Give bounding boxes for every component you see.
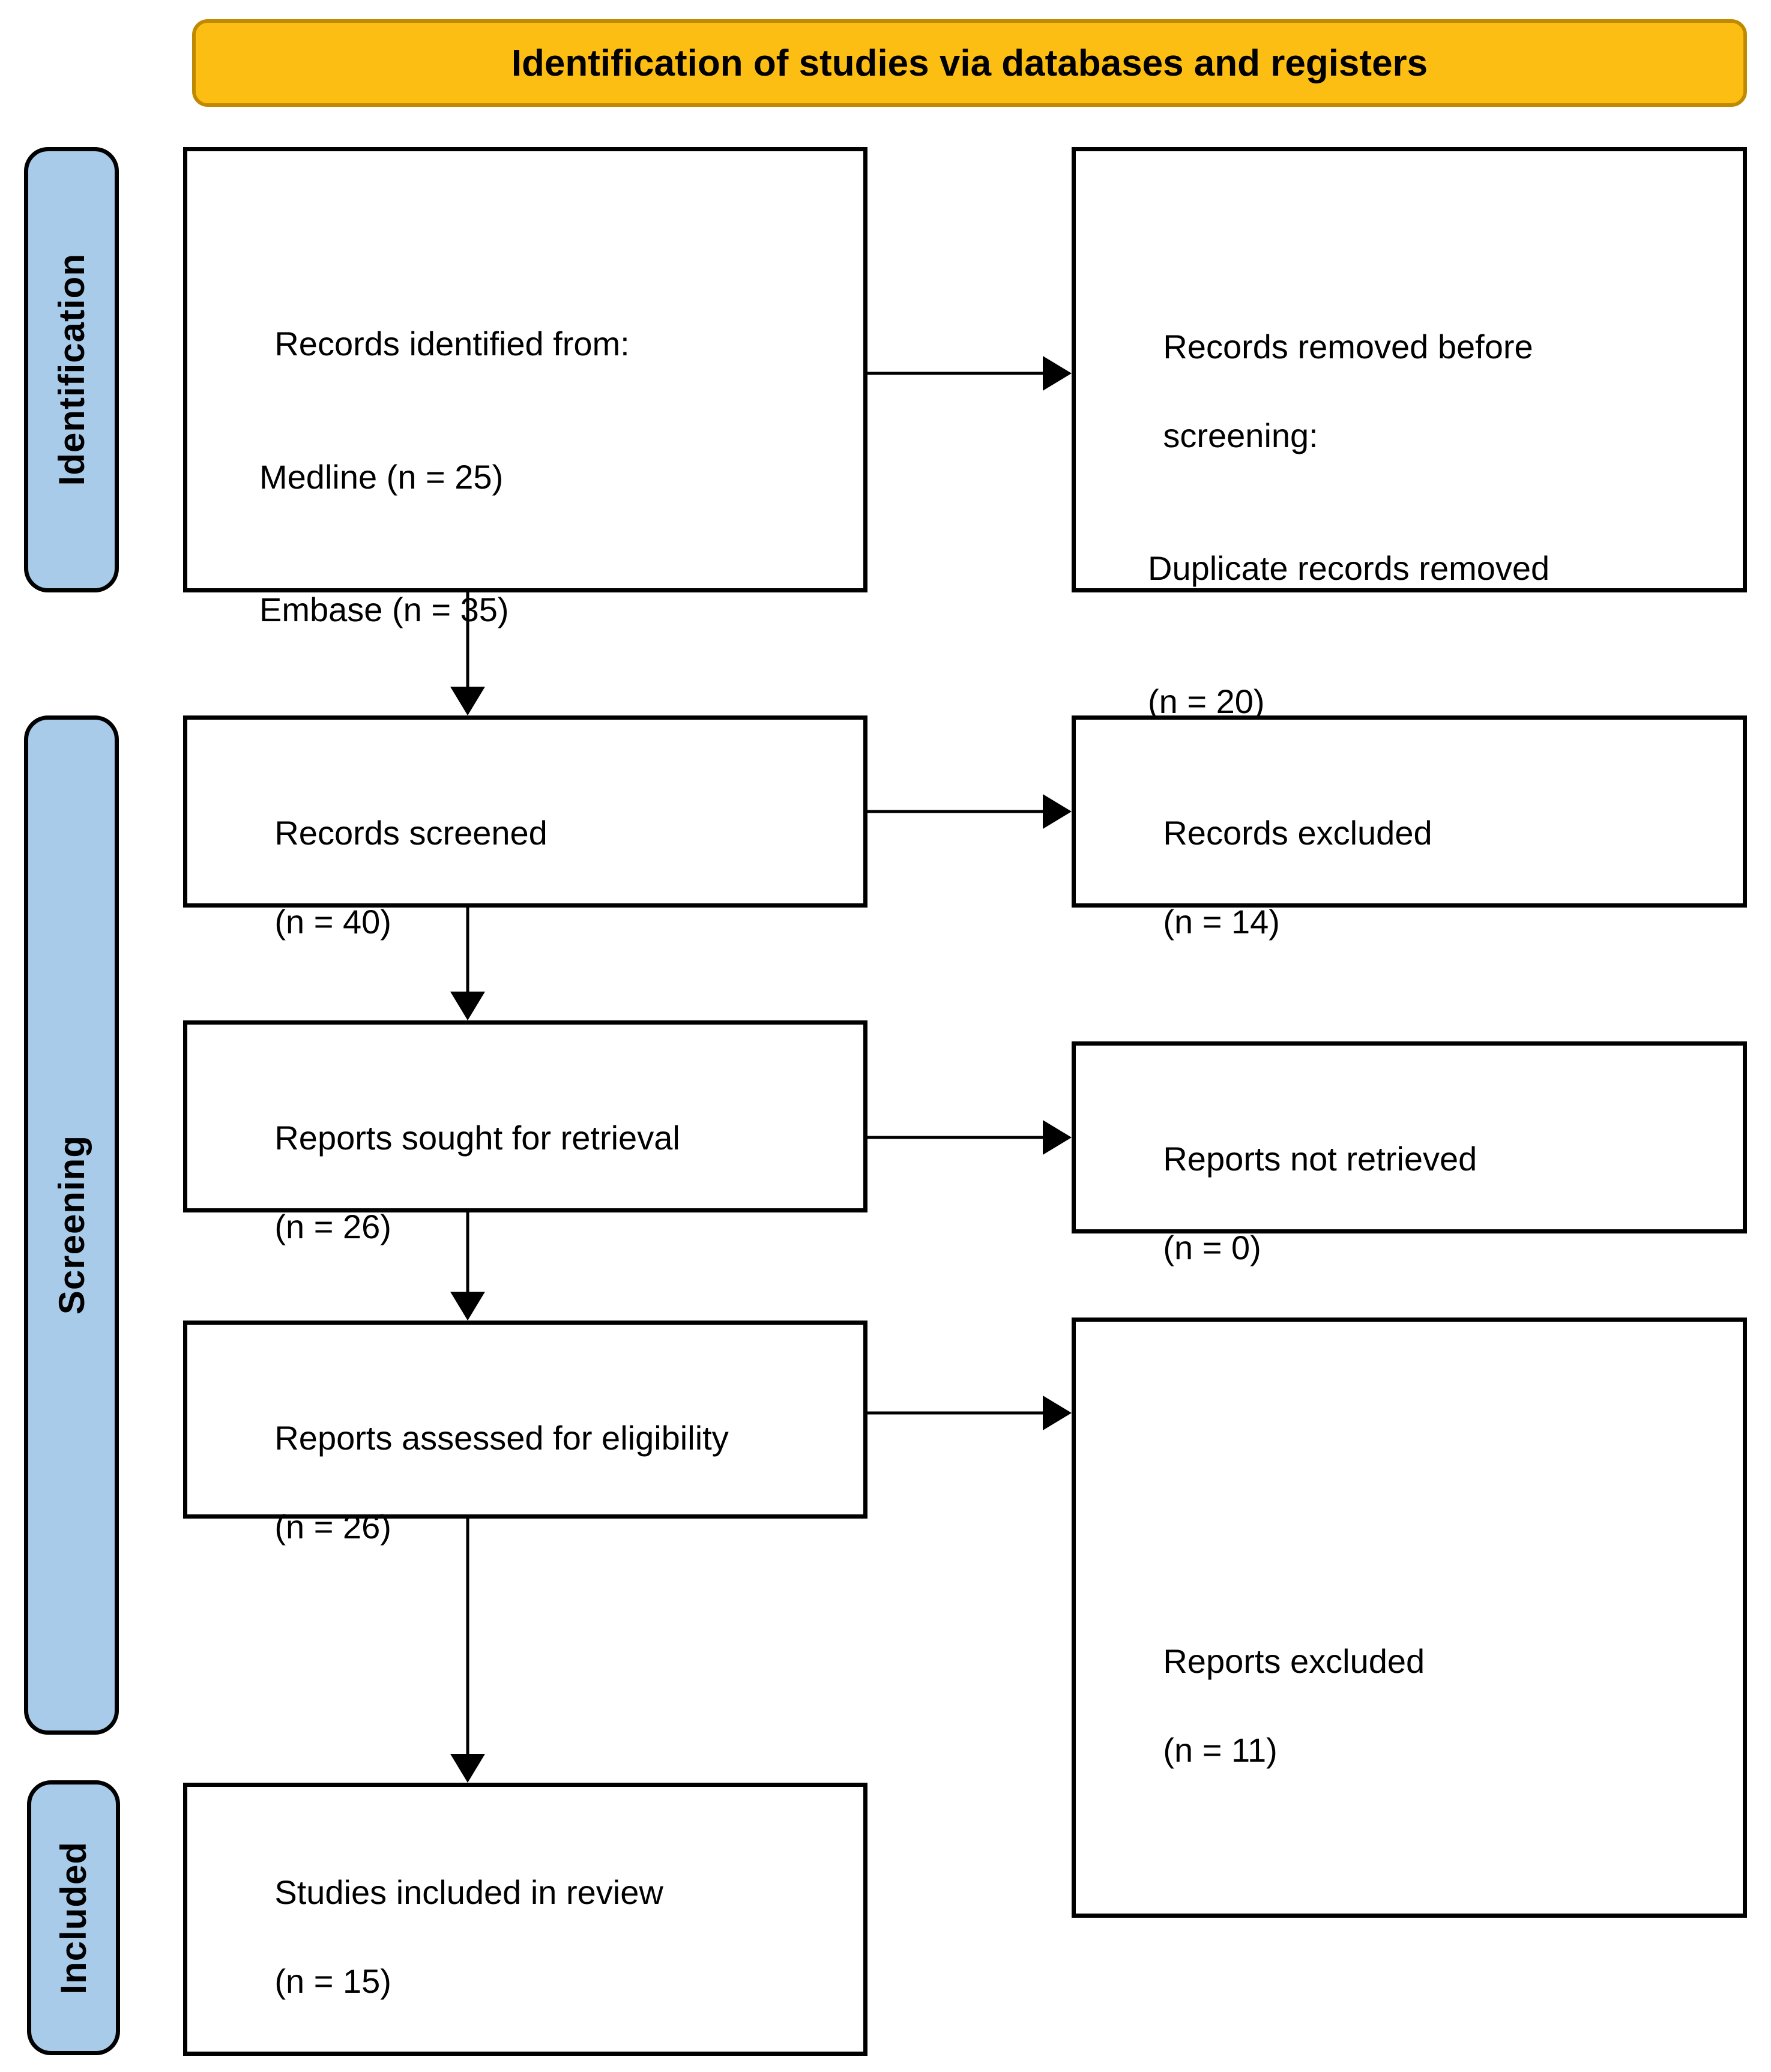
banner-title: Identification of studies via databases …	[511, 42, 1428, 84]
box-reports-assessed-text: Reports assessed for eligibility (n = 26…	[219, 1372, 729, 1594]
arrow-sought-to-assessed-icon	[450, 1212, 485, 1321]
phase-label-screening-text: Screening	[51, 1135, 92, 1315]
box-reports-not-retrieved-text: Reports not retrieved (n = 0)	[1107, 1092, 1477, 1315]
box-reports-assessed: Reports assessed for eligibility (n = 26…	[183, 1321, 867, 1546]
arrow-sought-to-not-retrieved-icon	[867, 1120, 1072, 1155]
reports-sought-count: (n = 26)	[274, 1207, 391, 1245]
box-studies-included: Studies included in review (n = 15) Stud…	[183, 1783, 867, 2056]
arrow-identified-to-removed-icon	[867, 356, 1072, 391]
records-screened-count: (n = 40)	[274, 902, 391, 941]
studies-included-count: (n = 15)	[274, 1962, 391, 2000]
box-reports-sought: Reports sought for retrieval (n = 26)	[183, 1020, 867, 1245]
records-removed-heading-line1: Records removed before	[1163, 327, 1533, 366]
box-records-identified: Records identified from: Medline (n = 25…	[183, 147, 867, 762]
box-studies-included-text: Studies included in review (n = 15) Stud…	[219, 1826, 784, 2072]
box-reports-excluded: Reports excluded (n = 11)	[1072, 1318, 1747, 1918]
records-removed-heading-line2: screening:	[1163, 416, 1318, 454]
reports-assessed-count: (n = 26)	[274, 1507, 391, 1546]
phase-label-identification-text: Identification	[51, 253, 92, 486]
box-records-excluded: Records excluded (n = 14)	[1072, 715, 1747, 941]
arrow-identified-to-screened-icon	[450, 592, 485, 715]
phase-label-identification: Identification	[24, 147, 119, 592]
records-identified-heading: Records identified from:	[274, 324, 630, 363]
records-excluded-count: (n = 14)	[1163, 902, 1280, 941]
reports-excluded-count: (n = 11)	[1163, 1730, 1278, 1769]
records-removed-count: (n = 20)	[1148, 682, 1265, 721]
studies-included-label: Studies included in review	[274, 1873, 663, 1911]
reports-sought-label: Reports sought for retrieval	[274, 1118, 680, 1157]
arrow-assessed-to-included-icon	[450, 1519, 485, 1783]
box-records-excluded-text: Records excluded (n = 14)	[1107, 766, 1432, 989]
reports-excluded-label: Reports excluded	[1163, 1642, 1425, 1680]
phase-label-included: Included	[27, 1780, 120, 2055]
records-removed-duplicates: Duplicate records removed	[1148, 549, 1550, 588]
box-reports-excluded-text: Reports excluded (n = 11)	[1107, 1595, 1425, 1817]
box-records-removed-text: Records removed before screening: Duplic…	[1107, 280, 1549, 813]
box-records-screened-text: Records screened (n = 40)	[219, 766, 548, 989]
arrow-screened-to-excluded-icon	[867, 794, 1072, 829]
box-records-screened: Records screened (n = 40)	[183, 715, 867, 941]
reports-assessed-label: Reports assessed for eligibility	[274, 1418, 729, 1457]
records-identified-source-medline: Medline (n = 25)	[259, 457, 504, 496]
identification-banner: Identification of studies via databases …	[192, 19, 1747, 107]
phase-label-screening: Screening	[24, 715, 119, 1735]
reports-not-retrieved-label: Reports not retrieved	[1163, 1139, 1477, 1178]
box-reports-sought-text: Reports sought for retrieval (n = 26)	[219, 1071, 680, 1293]
box-records-removed: Records removed before screening: Duplic…	[1072, 147, 1747, 720]
phase-label-included-text: Included	[53, 1841, 94, 1995]
records-screened-label: Records screened	[274, 813, 548, 852]
arrow-assessed-to-reports-excluded-icon	[867, 1396, 1072, 1430]
arrow-screened-to-sought-icon	[450, 908, 485, 1020]
reports-not-retrieved-count: (n = 0)	[1163, 1228, 1261, 1266]
box-reports-not-retrieved: Reports not retrieved (n = 0)	[1072, 1041, 1747, 1266]
records-identified-source-embase: Embase (n = 35)	[259, 591, 509, 629]
records-excluded-label: Records excluded	[1163, 813, 1432, 852]
